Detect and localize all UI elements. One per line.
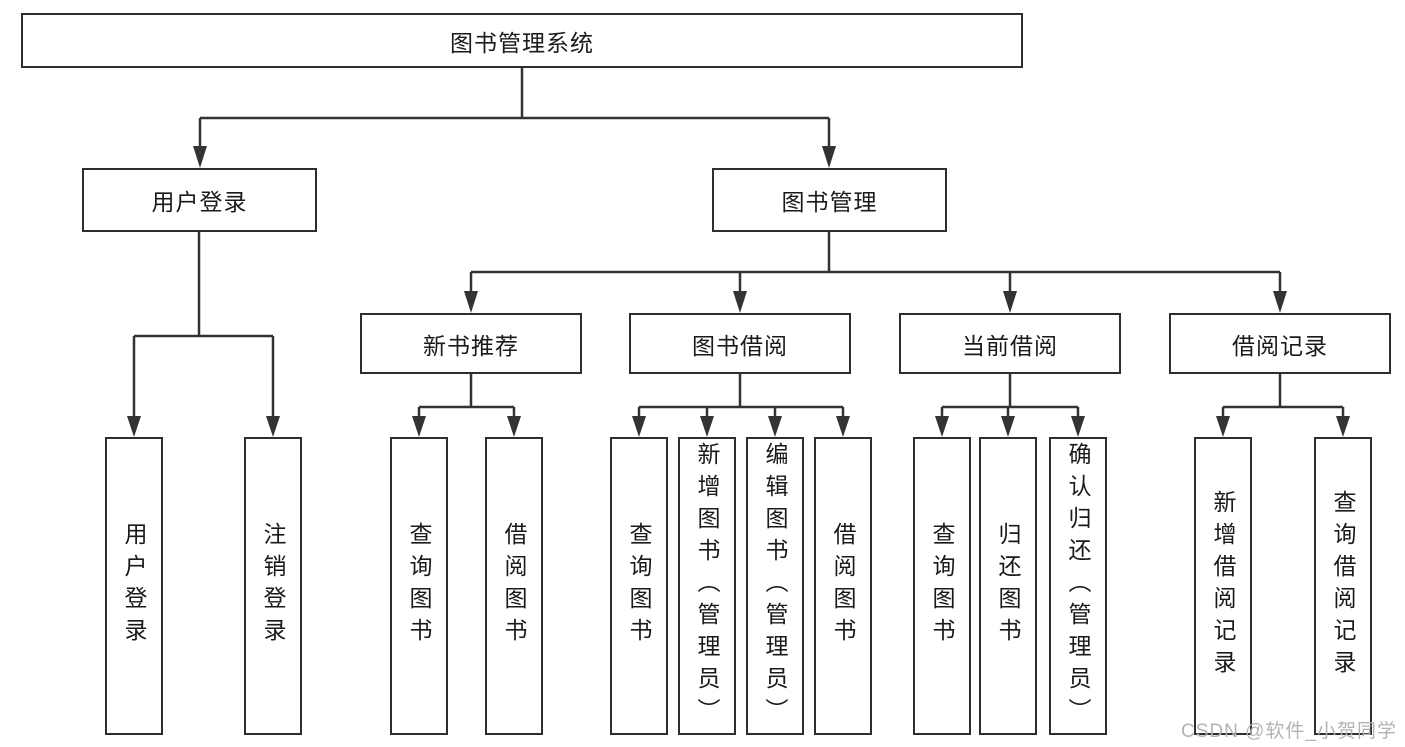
edge-root-to-level2 [198,68,831,146]
leaf-add-book-admin: 新增图书（管理员） [678,437,736,735]
edge-new-book-recommend-subtree [417,374,516,416]
arrow-icon [822,146,836,168]
leaf-edit-book-admin: 编辑图书（管理员） [746,437,804,735]
arrow-icon [266,416,280,437]
node-library-system: 图书管理系统 [21,13,1023,68]
leaf-query-books-current: 查询图书 [913,437,971,735]
csdn-watermark: CSDN @软件_小贺同学 [1181,721,1397,742]
edge-book-borrow-subtree [637,374,845,416]
leaf-user-login: 用户登录 [105,437,163,735]
node-new-book-recommend: 新书推荐 [360,313,582,374]
arrow-icon [1071,416,1085,437]
arrow-icon [1001,416,1015,437]
arrow-icon [464,291,478,313]
leaf-borrow-book: 借阅图书 [814,437,872,735]
leaf-confirm-return-admin: 确认归还（管理员） [1049,437,1107,735]
leaf-query-borrow-record: 查询借阅记录 [1314,437,1372,735]
node-current-borrow: 当前借阅 [899,313,1121,374]
leaf-query-books-recommend: 查询图书 [390,437,448,735]
arrow-icon [1216,416,1230,437]
arrow-icon [935,416,949,437]
edge-user-login-subtree [132,232,275,417]
node-user-login: 用户登录 [82,168,317,232]
node-book-borrow: 图书借阅 [629,313,851,374]
edge-book-management-to-level3 [469,232,1282,291]
edge-current-borrow-subtree [940,374,1080,416]
leaf-logout: 注销登录 [244,437,302,735]
leaf-add-borrow-record: 新增借阅记录 [1194,437,1252,735]
arrow-icon [127,416,141,437]
leaf-query-books-borrow: 查询图书 [610,437,668,735]
arrow-icon [836,416,850,437]
arrow-icon [768,416,782,437]
leaf-borrow-books-recommend: 借阅图书 [485,437,543,735]
arrow-icon [1273,291,1287,313]
node-borrow-records: 借阅记录 [1169,313,1391,374]
node-book-management: 图书管理 [712,168,947,232]
leaf-return-book: 归还图书 [979,437,1037,735]
arrow-icon [507,416,521,437]
edge-borrow-records-subtree [1221,374,1345,416]
arrow-icon [733,291,747,313]
arrow-icon [632,416,646,437]
arrow-icon [1003,291,1017,313]
arrow-icon [193,146,207,168]
arrow-icon [1336,416,1350,437]
arrow-icon [700,416,714,437]
arrow-icon [412,416,426,437]
